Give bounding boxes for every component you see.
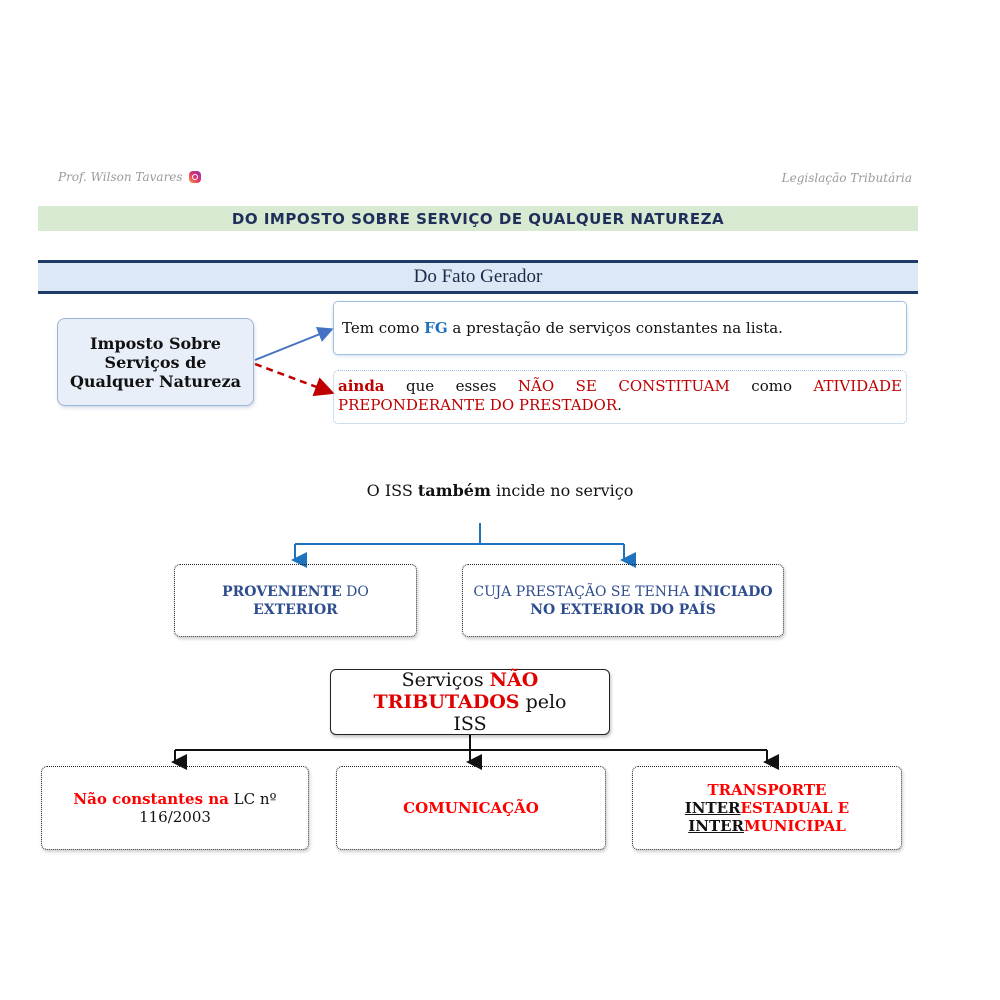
ainda-word: ainda xyxy=(338,377,385,395)
subsection-title: Do Fato Gerador xyxy=(38,260,918,294)
tree-not-taxed xyxy=(175,735,767,751)
iss-box: Imposto Sobre Serviços de Qualquer Natur… xyxy=(57,318,254,406)
c1-rest: LC nº 116/2003 xyxy=(139,790,277,826)
iniciado-exterior-box: CUJA PRESTAÇÃO SE TENHA INICIADO NO EXTE… xyxy=(462,564,784,637)
c2-text: COMUNICAÇÃO xyxy=(403,799,539,817)
author-header: Prof. Wilson Tavares xyxy=(58,170,201,184)
ainda-statement-box: ainda que esses NÃO SE CONSTITUAM como A… xyxy=(333,370,907,424)
ainda-t2: como xyxy=(729,377,814,395)
arrow-to-ainda xyxy=(254,362,335,397)
c3-inter2: INTER xyxy=(688,817,745,835)
category-comunicacao-box: COMUNICAÇÃO xyxy=(336,766,606,850)
also-bold: também xyxy=(417,481,491,500)
fg-statement-box: Tem como FG a prestação de serviços cons… xyxy=(333,301,907,355)
author-name: Prof. Wilson Tavares xyxy=(58,170,183,184)
ainda-end: . xyxy=(617,396,622,414)
nao-constituam: NÃO SE CONSTITUAM xyxy=(517,377,730,395)
category-lc-box: Não constantes na LC nº 116/2003 xyxy=(41,766,309,850)
exterior-bold: EXTERIOR xyxy=(253,601,338,618)
atividade-preponderante: ATIVIDADE PREPONDERANTE DO PRESTADOR xyxy=(338,377,902,414)
subject-header: Legislação Tributária xyxy=(781,171,912,185)
c1-red: Não constantes na xyxy=(73,790,229,808)
also-suffix: incide no serviço xyxy=(490,481,634,500)
not-taxed-suffix: pelo ISS xyxy=(453,691,567,735)
arrow-to-fg xyxy=(254,327,334,361)
iniciado-bold: INICIADO NO EXTERIOR DO PAÍS xyxy=(530,583,773,618)
fg-abbrev: FG xyxy=(424,319,448,337)
c3-line1: TRANSPORTE xyxy=(707,781,827,799)
proveniente-exterior-box: PROVENIENTE DO EXTERIOR xyxy=(174,564,417,637)
also-prefix: O ISS xyxy=(366,481,418,500)
section-title: DO IMPOSTO SOBRE SERVIÇO DE QUALQUER NAT… xyxy=(38,206,918,231)
ainda-t1: que esses xyxy=(384,377,518,395)
also-incides-caption: O ISS também incide no serviço xyxy=(0,481,1000,500)
c3-rest1: ESTADUAL E xyxy=(740,799,850,817)
fg-suffix: a prestação de serviços constantes na li… xyxy=(447,319,783,337)
not-taxed-box: Serviços NÃO TRIBUTADOS pelo ISS xyxy=(330,669,610,735)
category-transporte-box: TRANSPORTE INTERESTADUAL E INTERMUNICIPA… xyxy=(632,766,902,850)
c3-inter1: INTER xyxy=(684,799,741,817)
c3-rest2: MUNICIPAL xyxy=(744,817,846,835)
tree-also-incides xyxy=(294,523,625,556)
proveniente-bold: PROVENIENTE xyxy=(222,583,342,600)
iniciado-text: CUJA PRESTAÇÃO SE TENHA xyxy=(473,583,694,600)
not-taxed-red: NÃO TRIBUTADOS xyxy=(373,669,539,713)
proveniente-mid: DO xyxy=(341,583,369,600)
not-taxed-prefix: Serviços xyxy=(401,669,490,691)
fg-prefix: Tem como xyxy=(342,319,425,337)
instagram-icon[interactable] xyxy=(188,171,201,183)
